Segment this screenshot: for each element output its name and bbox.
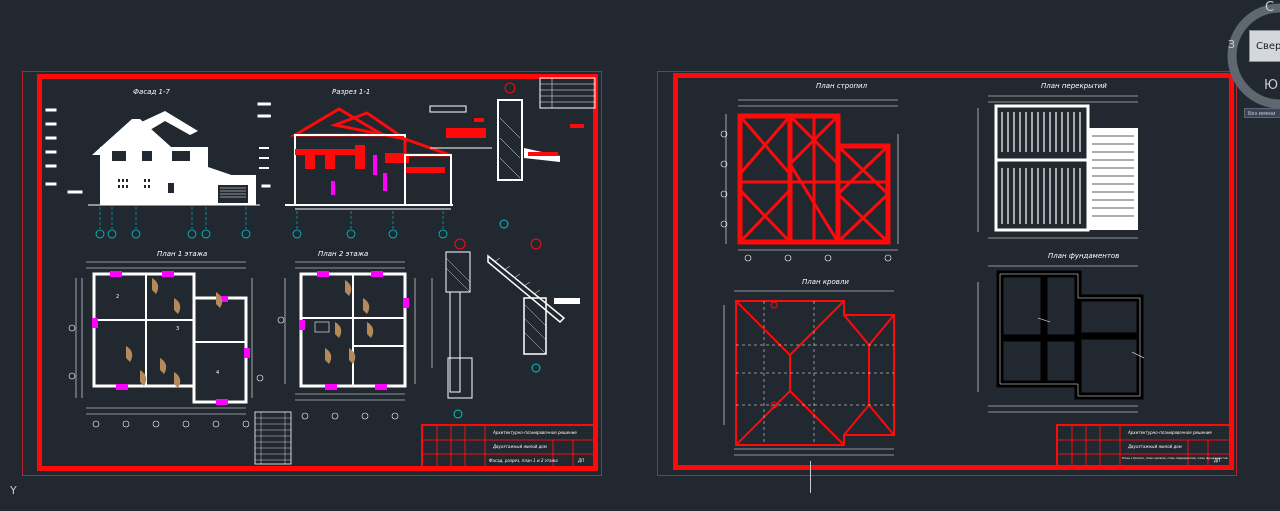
sheet2-tb-line1: Архитектурно-планировочное решение [1128, 430, 1212, 435]
detail-nodes-top[interactable] [429, 77, 596, 238]
svg-text:2: 2 [116, 294, 119, 300]
sheet1-title-block[interactable]: Архитектурно-планировочное решение Двухэ… [421, 424, 598, 470]
sheet1-outer-border [22, 71, 602, 476]
svg-text:3: 3 [176, 326, 179, 332]
sheet2-tb-line3: План стропил, план кровли, план перекрыт… [1122, 456, 1228, 460]
foundations-plan-title: План фундаментов [1048, 252, 1120, 260]
cursor-crosshair [810, 461, 811, 493]
viewcube-ring[interactable] [1226, 2, 1280, 112]
sheet1-tb-line1: Архитектурно-планировочное решение [493, 430, 577, 435]
viewcube-top-face[interactable]: Сверху [1249, 30, 1280, 62]
section-drawing[interactable] [255, 95, 455, 245]
plan1-drawing[interactable]: 2 3 4 [66, 258, 266, 433]
sheet1-tb-line2: Двухэтажный жилой дом [493, 444, 547, 449]
section-title: Разрез 1-1 [332, 88, 371, 96]
facade-title: Фасад 1-7 [133, 88, 170, 96]
svg-text:4: 4 [216, 370, 219, 376]
detail-nodes-bottom[interactable] [424, 238, 594, 419]
sheet2-tb-line2: Двухэтажный жилой дом [1128, 444, 1182, 449]
roof-plan-drawing[interactable] [714, 285, 914, 465]
roof-plan-title: План кровли [802, 278, 849, 286]
viewcube-south-label[interactable]: Ю [1264, 78, 1279, 93]
sheet1-tb-line3: Фасад, разрез, план 1 и 2 этажа [489, 458, 558, 463]
floors-plan-drawing[interactable] [968, 92, 1148, 252]
plan2-drawing[interactable] [275, 258, 425, 428]
floors-plan-title: План перекрытий [1041, 82, 1107, 90]
ucs-y-axis-label: Y [10, 484, 17, 497]
plan1-title: План 1 этажа [157, 250, 208, 258]
viewcube-north-label[interactable]: С [1265, 0, 1275, 15]
plan2-title: План 2 этажа [318, 250, 369, 258]
sheet1-tb-sheet-no: ДП [578, 458, 585, 463]
viewcube-west-label[interactable]: З [1228, 38, 1236, 51]
sheet2-outer-border [657, 71, 1237, 476]
rafters-plan-title: План стропил [816, 82, 868, 90]
facade-drawing[interactable] [40, 95, 271, 245]
sheet2-title-block[interactable]: Архитектурно-планировочное решение Двухэ… [1056, 424, 1234, 470]
sheet2-tb-sheet-no: ДП [1214, 458, 1221, 463]
sheet1-frame[interactable] [37, 74, 598, 471]
foundations-plan-drawing[interactable] [968, 262, 1148, 422]
wcs-menu[interactable]: Без имени [1244, 108, 1280, 118]
sheet2-frame[interactable] [673, 73, 1234, 470]
rafters-plan-drawing[interactable] [718, 94, 908, 264]
legend-table [254, 411, 292, 465]
